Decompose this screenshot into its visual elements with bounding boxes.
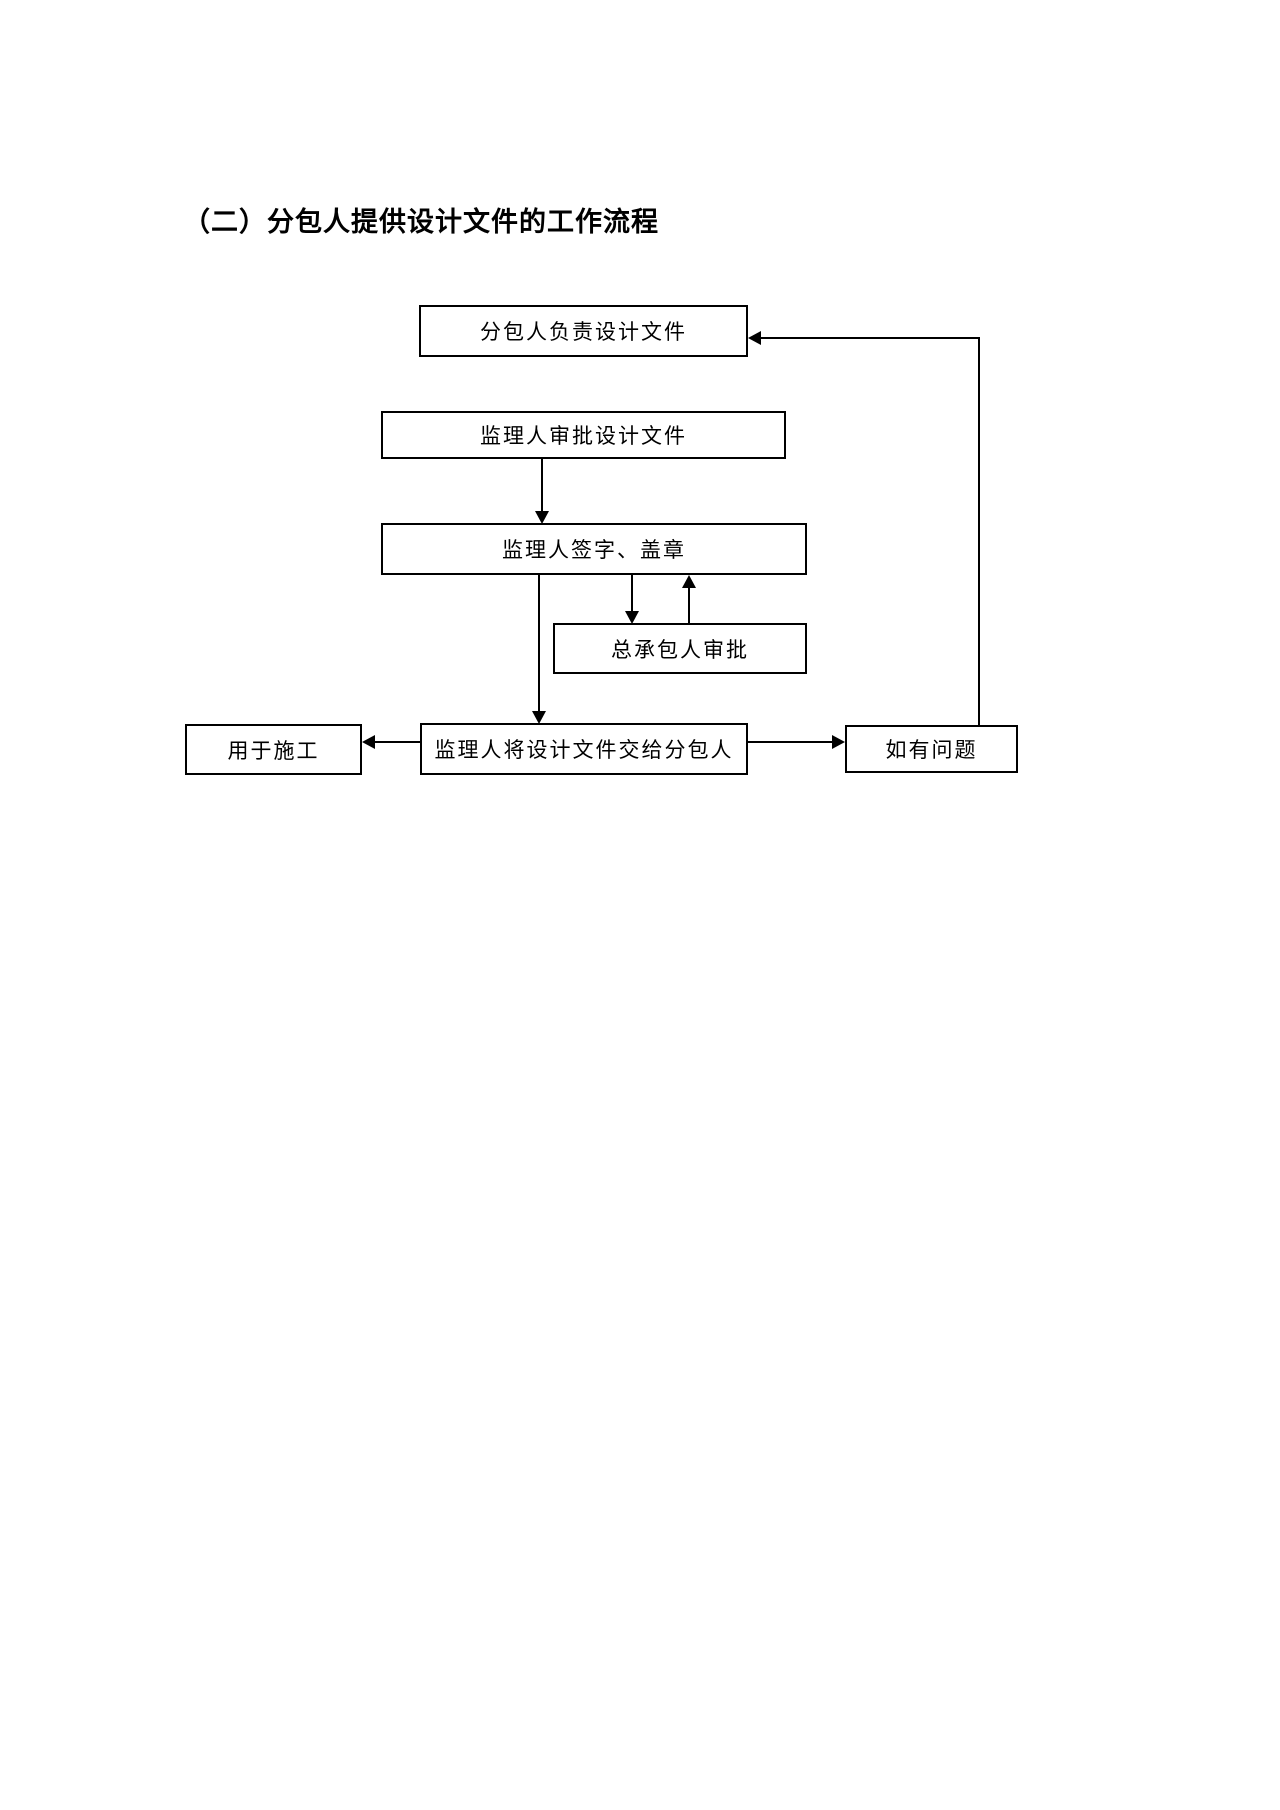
node-if-problems: 如有问题 bbox=[845, 725, 1018, 773]
connector-line bbox=[541, 459, 543, 511]
connector-line bbox=[748, 741, 832, 743]
arrow-up-icon bbox=[682, 575, 696, 588]
arrow-left-icon bbox=[362, 735, 375, 749]
arrow-left-icon bbox=[748, 331, 761, 345]
arrow-right-icon bbox=[832, 735, 845, 749]
connector-line bbox=[631, 575, 633, 611]
connector-line-horizontal bbox=[760, 337, 980, 339]
node-supervisor-reviews: 监理人审批设计文件 bbox=[381, 411, 786, 459]
node-subcontractor-designs: 分包人负责设计文件 bbox=[419, 305, 748, 357]
connector-line bbox=[688, 588, 690, 623]
connector-line-vertical bbox=[978, 337, 980, 725]
node-supervisor-delivers: 监理人将设计文件交给分包人 bbox=[420, 723, 748, 775]
node-used-for-construction: 用于施工 bbox=[185, 724, 362, 775]
connector-line bbox=[375, 741, 420, 743]
connector-line bbox=[538, 575, 540, 711]
page-title: （二）分包人提供设计文件的工作流程 bbox=[183, 207, 659, 237]
arrow-down-icon bbox=[535, 511, 549, 524]
arrow-down-icon bbox=[532, 711, 546, 724]
node-general-contractor-reviews: 总承包人审批 bbox=[553, 623, 807, 674]
arrow-down-icon bbox=[625, 611, 639, 624]
node-supervisor-signs: 监理人签字、盖章 bbox=[381, 523, 807, 575]
